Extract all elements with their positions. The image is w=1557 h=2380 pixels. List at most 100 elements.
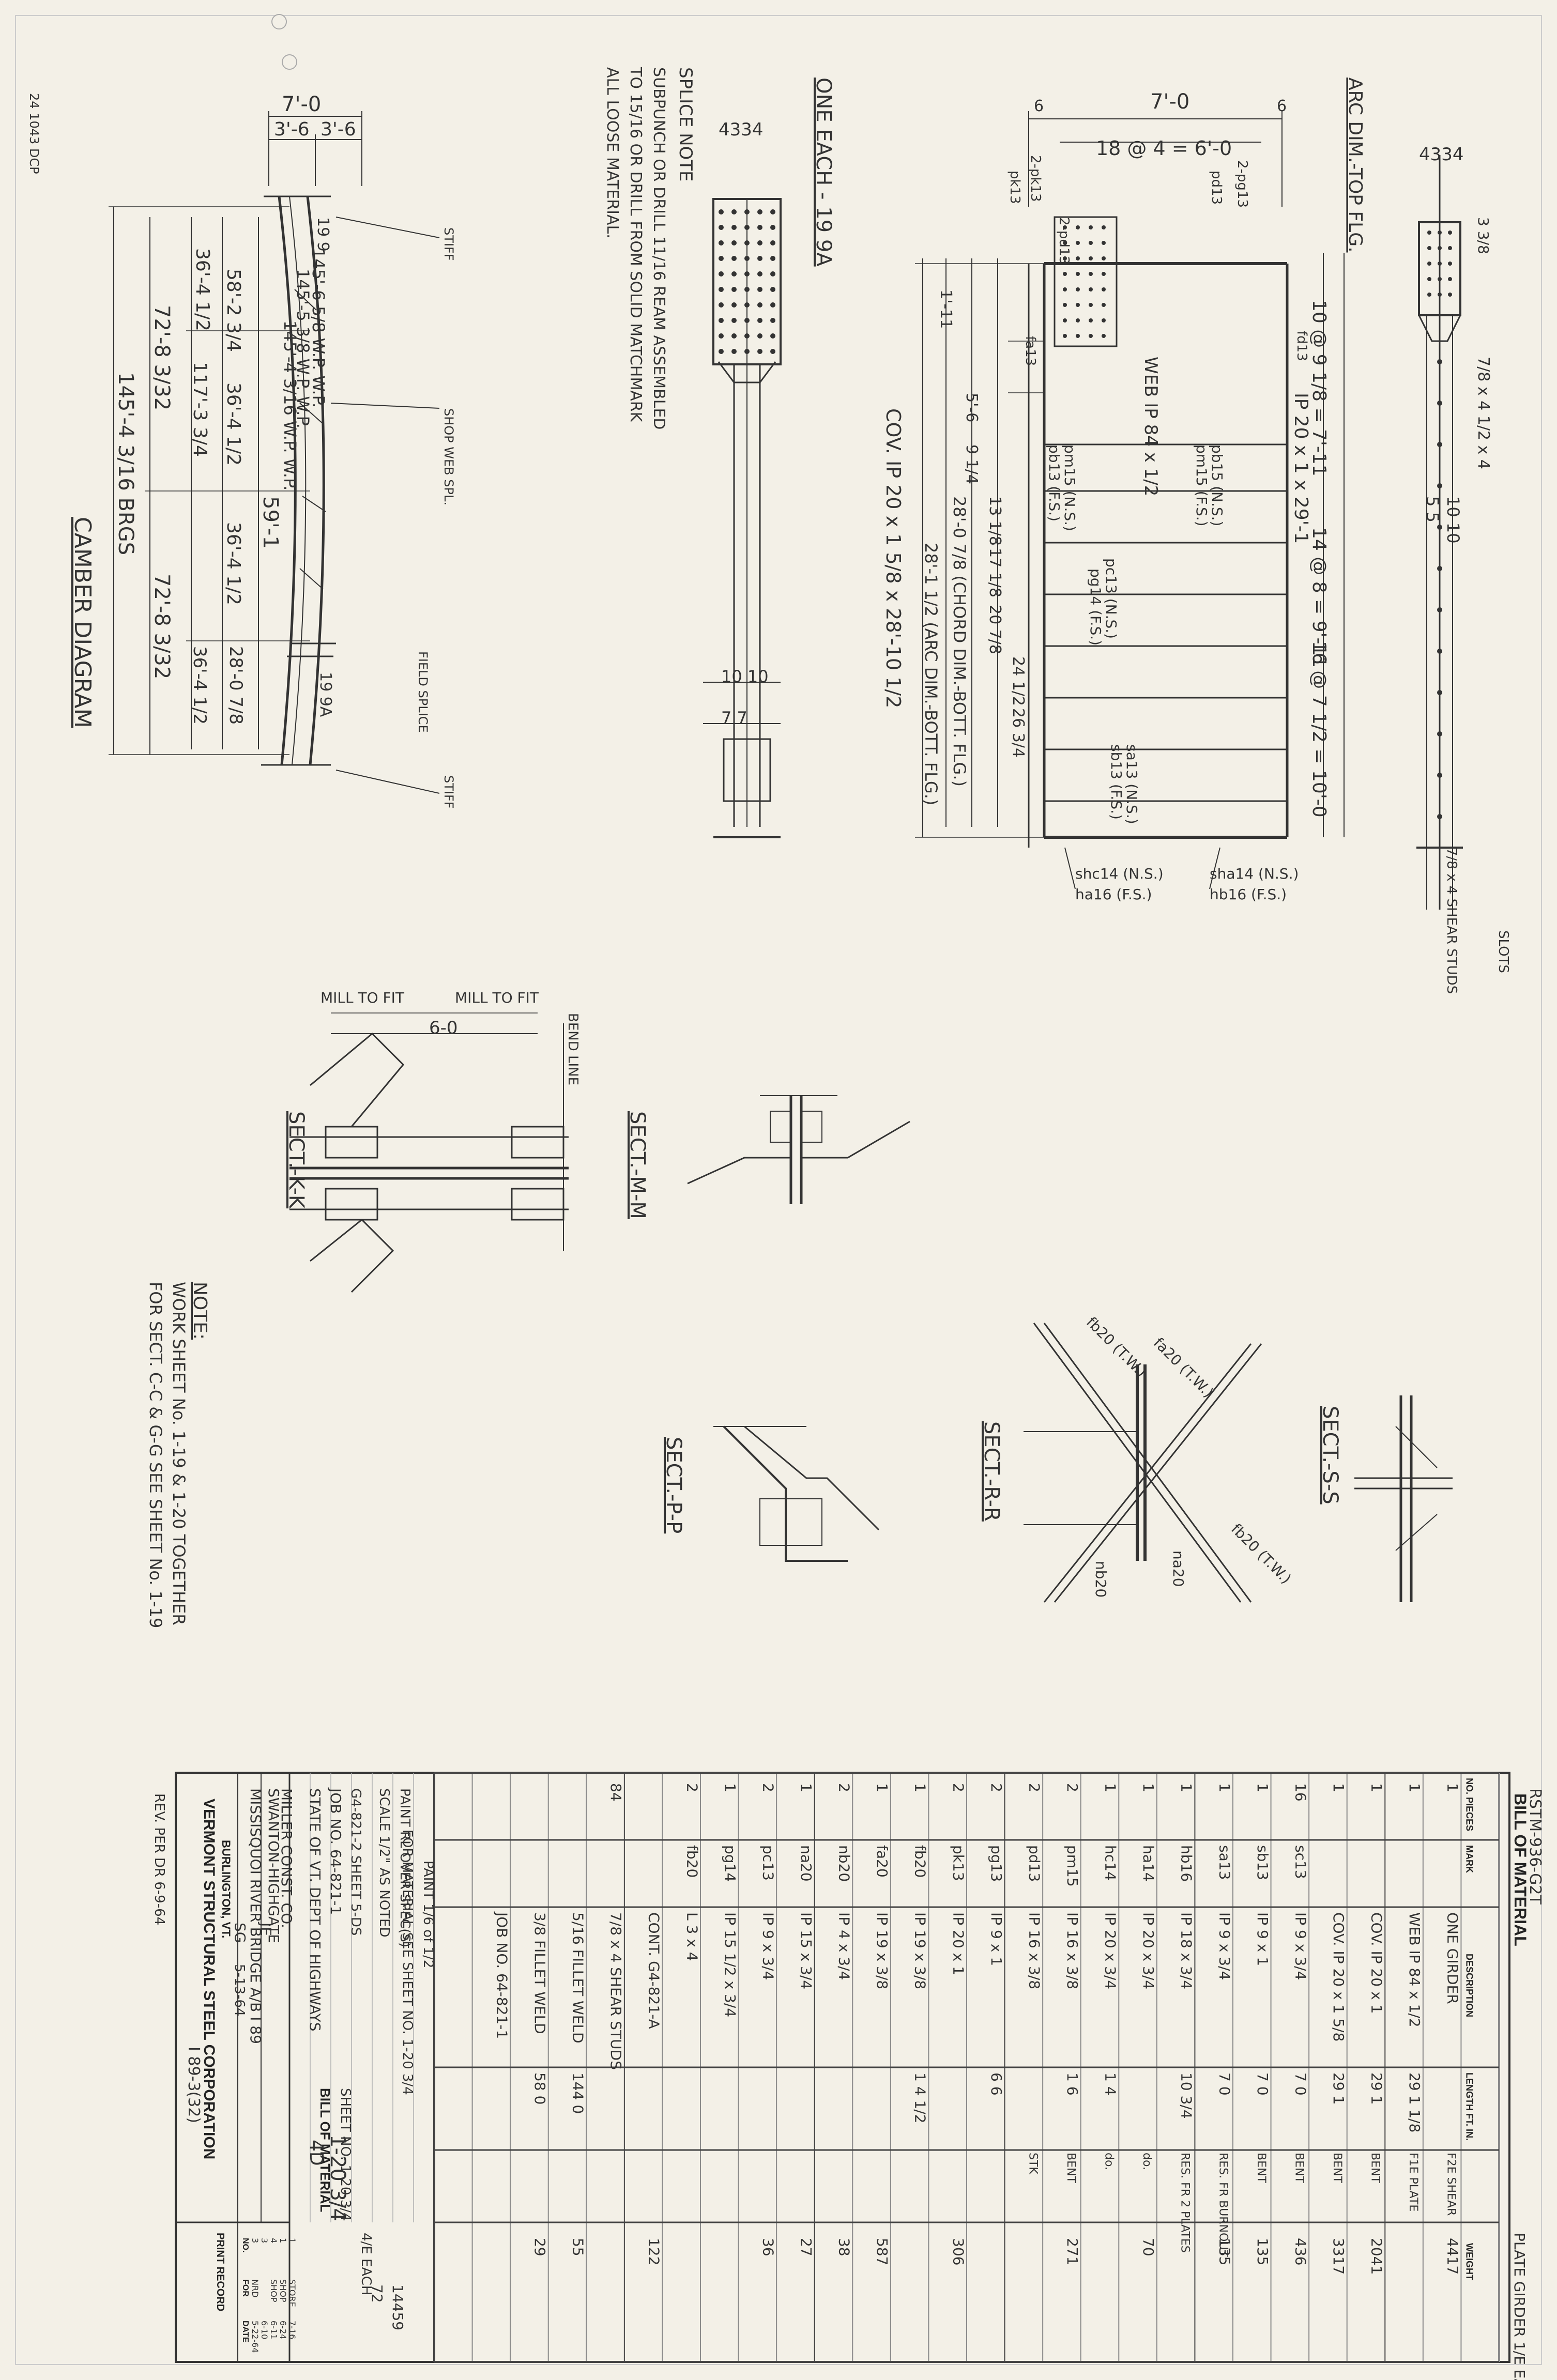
bom-pieces: 84: [607, 1783, 624, 1802]
bom-weight: 3317: [1330, 2238, 1347, 2275]
bom-description: WEB IP 84 x 1/2: [1406, 1912, 1423, 2028]
section-ss: [1354, 1395, 1453, 1602]
svg-text:JE: JE: [257, 1922, 274, 1936]
bom-pieces: 16: [1292, 1783, 1309, 1802]
bom-note: STK: [1026, 2153, 1039, 2174]
punch-hole: [271, 14, 287, 29]
svg-text:pm15 (N.S.): pm15 (N.S.): [1061, 444, 1078, 531]
bom-note: F2E SHEAR: [1445, 2153, 1458, 2216]
svg-text:PRINT RECORD: PRINT RECORD: [215, 2233, 226, 2311]
svg-text:IP 20 x 1 x 29'-1: IP 20 x 1 x 29'-1: [1290, 393, 1311, 544]
bom-mark: fb20: [912, 1845, 929, 1878]
svg-text:10 10: 10 10: [721, 667, 769, 686]
bom-pieces: 2: [683, 1783, 700, 1792]
svg-text:pb13 (F.S.): pb13 (F.S.): [1046, 444, 1063, 521]
bom-pieces: 2: [988, 1783, 1005, 1792]
svg-text:26 3/4: 26 3/4: [1009, 708, 1027, 758]
bom-description: 3/8 FILLET WELD: [531, 1912, 548, 2034]
print-record-cell: FOR: [241, 2279, 250, 2297]
bom-description: IP 19 x 3/8: [874, 1912, 891, 1989]
svg-text:7'-0: 7'-0: [1150, 90, 1189, 114]
bom-header: LENGTH FT. IN.: [1464, 2072, 1474, 2141]
svg-text:SUBPUNCH OR DRILL 11/16 REAM A: SUBPUNCH OR DRILL 11/16 REAM ASSEMBLED: [650, 67, 668, 429]
print-record-cell: 5-22-64: [250, 2321, 260, 2353]
svg-text:ARC DIM.-TOP FLG.: ARC DIM.-TOP FLG.: [1345, 78, 1366, 253]
bom-description: IP 15 x 3/4: [798, 1912, 815, 1989]
svg-text:14 @ 8 = 9'-11: 14 @ 8 = 9'-11: [1308, 527, 1330, 668]
svg-text:SECT.-S-S: SECT.-S-S: [1318, 1406, 1342, 1504]
svg-text:18 @ 4 = 6'-0: 18 @ 4 = 6'-0: [1096, 137, 1232, 160]
bom-mark: sc13: [1292, 1845, 1309, 1879]
bom-pieces: 2: [1064, 1783, 1081, 1792]
svg-text:pg14 (F.S.): pg14 (F.S.): [1087, 569, 1104, 646]
bom-pieces: 1: [1254, 1783, 1271, 1792]
print-record-cell: STORE: [287, 2279, 297, 2307]
svg-text:fb20 (T.W.): fb20 (T.W.): [1083, 1314, 1150, 1380]
bom-length: 29 1: [1368, 2072, 1385, 2105]
svg-text:6: 6: [1034, 97, 1044, 115]
print-record-cell: 6-11: [269, 2321, 279, 2339]
svg-text:4D: 4D: [306, 2140, 327, 2166]
svg-text:fa13: fa13: [1022, 336, 1038, 366]
print-record-cell: 3: [260, 2238, 269, 2243]
svg-text:28'-0 7/8: 28'-0 7/8: [225, 646, 246, 725]
svg-text:SECT.-K-K: SECT.-K-K: [284, 1111, 308, 1209]
svg-text:pk13: pk13: [1007, 171, 1022, 204]
svg-text:COV. IP 20 x 1 5/8 x 28'-10 1/: COV. IP 20 x 1 5/8 x 28'-10 1/2: [882, 408, 905, 708]
section-mm-text: SECT.-M-M: [625, 1111, 649, 1219]
svg-text:7 7: 7 7: [721, 708, 747, 728]
bom-weight: 29: [531, 2238, 548, 2256]
svg-text:FIELD SPLICE: FIELD SPLICE: [416, 651, 430, 733]
bom-length: 7 0: [1292, 2072, 1309, 2096]
svg-text:ONE EACH - 19 9A: ONE EACH - 19 9A: [812, 78, 835, 267]
bom-header: WEIGHT: [1464, 2243, 1474, 2280]
svg-text:5-13-64: 5-13-64: [232, 1964, 247, 2016]
bom-mark: pk13: [950, 1845, 967, 1881]
bom-description: IP 20 x 3/4: [1140, 1912, 1157, 1989]
svg-text:36'-4 1/2: 36'-4 1/2: [223, 522, 244, 605]
svg-text:hb16 (F.S.): hb16 (F.S.): [1210, 886, 1287, 903]
svg-text:9 1/4: 9 1/4: [963, 444, 981, 484]
bom-pieces: 1: [912, 1783, 929, 1792]
title-block-text: VERMONT STRUCTURAL STEEL CORPORATION BUR…: [151, 1787, 413, 2311]
svg-text:PAINT RL OVER SPEC(S): PAINT RL OVER SPEC(S): [397, 1788, 413, 1947]
bom-pieces: 2: [950, 1783, 967, 1792]
bom-weight: 70: [1140, 2238, 1157, 2256]
svg-text:72'-8 3/32: 72'-8 3/32: [150, 305, 174, 410]
margin-stamp: 24 1043 DCP: [27, 93, 41, 174]
svg-text:3'-6: 3'-6: [274, 119, 310, 140]
bom-description: IP 9 x 3/4: [759, 1912, 776, 1980]
svg-text:ha16 (F.S.): ha16 (F.S.): [1075, 886, 1152, 903]
bom-note: BENT: [1331, 2153, 1344, 2183]
svg-text:10 @ 9 1/8 = 7'-11: 10 @ 9 1/8 = 7'-11: [1308, 300, 1330, 477]
girder-elevation: [915, 111, 1345, 889]
svg-text:REV. PER DR 6-9-64: REV. PER DR 6-9-64: [151, 1793, 167, 1925]
bom-pieces: 1: [1102, 1783, 1119, 1792]
svg-text:145'-6 5/8 W.P. W.P.: 145'-6 5/8 W.P. W.P.: [309, 248, 328, 408]
svg-text:SLOTS: SLOTS: [1495, 930, 1511, 973]
bom-note: BENT: [1064, 2153, 1077, 2183]
bom-header: DESCRIPTION: [1464, 1954, 1474, 2017]
bom-description: IP 9 x 3/4: [1292, 1912, 1309, 1980]
section-mm: [687, 1095, 910, 1204]
svg-text:na20: na20: [1170, 1550, 1187, 1587]
bom-weight: 55: [570, 2238, 587, 2256]
bom-description: IP 16 x 3/8: [1026, 1912, 1043, 1989]
svg-text:NOTE:: NOTE:: [189, 1282, 210, 1340]
svg-text:19 9: 19 9: [314, 217, 332, 252]
bom-right-weight: 14459: [389, 2284, 406, 2330]
bom-description: 7/8 x 4 SHEAR STUDS: [607, 1912, 624, 2070]
print-record-cell: 3: [250, 2238, 260, 2243]
svg-text:MILLER CONST. CO.: MILLER CONST. CO.: [278, 1788, 295, 1928]
svg-text:17 1/8: 17 1/8: [986, 548, 1004, 597]
svg-text:2-pd13: 2-pd13: [1056, 217, 1072, 265]
bom-description: 5/16 FILLET WELD: [570, 1912, 587, 2044]
bom-right-each: 4/E EACH: [358, 2233, 374, 2295]
bom-description: IP 16 x 3/8: [1064, 1912, 1081, 1989]
svg-text:fa20 (T.W.): fa20 (T.W.): [1150, 1334, 1217, 1401]
bom-weight: 306: [950, 2238, 967, 2265]
bom-weight: 36: [759, 2238, 776, 2256]
bom-description: IP 19 x 3/8: [912, 1912, 929, 1989]
